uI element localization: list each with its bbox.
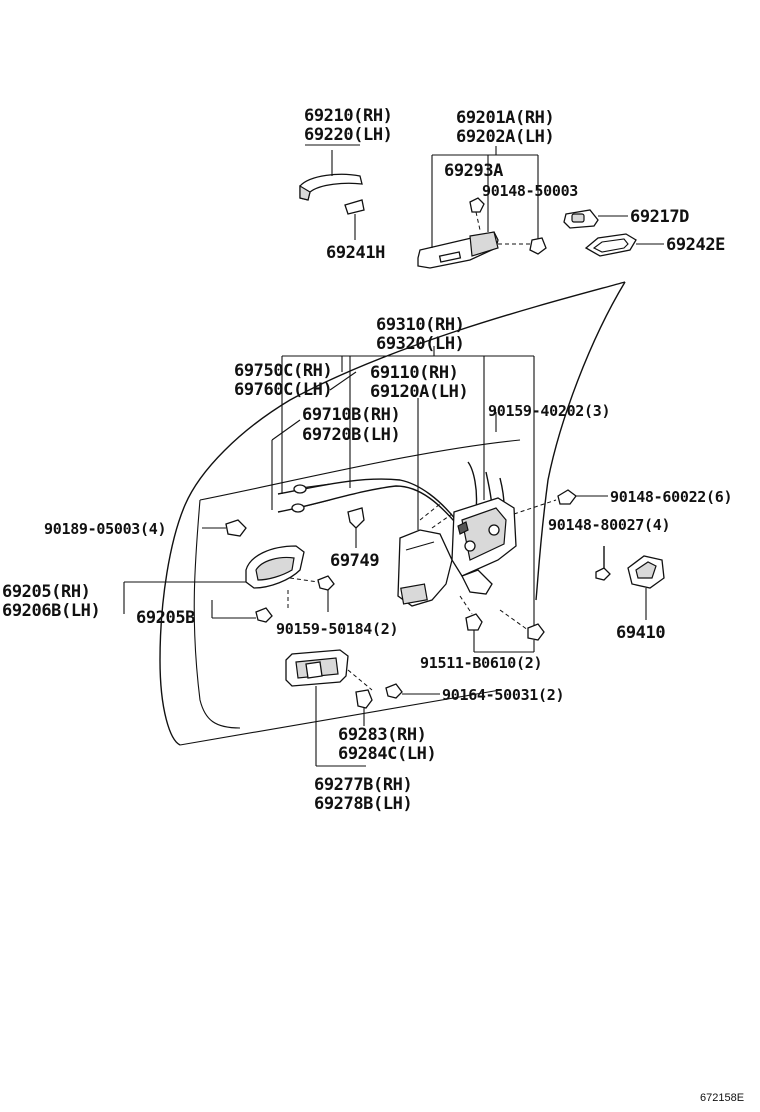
label-90148-80027: 90148-80027(4) <box>548 516 670 534</box>
label-90159-50184: 90159-50184(2) <box>276 620 398 638</box>
label-69710B: 69710B(RH) <box>302 405 400 425</box>
screw-90148-80027 <box>595 546 611 581</box>
door-panel-outline <box>159 281 626 746</box>
handle-bezel-69277B <box>285 649 373 767</box>
label-69293A: 69293A <box>444 161 503 181</box>
label-91511-B0610: 91511-B0610(2) <box>420 654 542 672</box>
clip-69293A <box>469 197 485 231</box>
label-69242E: 69242E <box>666 235 725 255</box>
label-69205: 69205(RH) <box>2 582 91 602</box>
clip-69283 <box>355 689 373 726</box>
label-69206B: 69206B(LH) <box>2 601 100 621</box>
pad-69217D <box>563 209 628 229</box>
label-69277B: 69277B(RH) <box>314 775 412 795</box>
label-69201A: 69201A(RH) <box>456 108 554 128</box>
screw-90148-60022 <box>513 489 608 515</box>
label-90159-40202: 90159-40202(3) <box>488 402 610 420</box>
label-69310: 69310(RH) <box>376 315 465 335</box>
label-90164-50031: 90164-50031(2) <box>442 686 564 704</box>
label-69750C: 69750C(RH) <box>234 361 332 381</box>
label-69720B: 69720B(LH) <box>302 425 400 445</box>
label-69110: 69110(RH) <box>370 363 459 383</box>
label-69283: 69283(RH) <box>338 725 427 745</box>
door-lock-assembly-69310 <box>451 497 517 595</box>
label-90148-60022: 90148-60022(6) <box>610 488 732 506</box>
screw-91511-B0610 <box>459 595 545 653</box>
screw-90189-05003 <box>202 519 247 537</box>
leader-lines <box>271 346 535 630</box>
bolt-90148-50003 <box>529 237 547 255</box>
gasket-69242E <box>584 233 664 257</box>
outside-handle-69210 <box>299 144 363 201</box>
label-69760C: 69760C(LH) <box>234 380 332 400</box>
screw-90164-50031 <box>385 683 440 699</box>
clip-69749 <box>347 507 365 548</box>
label-69202A: 69202A(LH) <box>456 127 554 147</box>
part-labels: 69210(RH) 69220(LH) 69201A(RH) 69202A(LH… <box>2 106 733 814</box>
cap-69205B <box>211 600 273 623</box>
label-90148-50003: 90148-50003 <box>482 182 578 200</box>
label-69284C: 69284C(LH) <box>338 744 436 764</box>
label-69278B: 69278B(LH) <box>314 794 412 814</box>
label-69241H: 69241H <box>326 243 385 263</box>
lock-rods-cables <box>277 461 505 540</box>
label-69410: 69410 <box>616 623 665 643</box>
label-90189-05003: 90189-05003(4) <box>44 520 166 538</box>
label-69217D: 69217D <box>630 207 689 227</box>
door-lock-motor-69110 <box>397 503 453 607</box>
label-69120A: 69120A(LH) <box>370 382 468 402</box>
diagram-code: 672158E <box>700 1092 744 1104</box>
inside-handle-69205 <box>123 545 305 614</box>
label-69220: 69220(LH) <box>304 125 393 145</box>
label-69749: 69749 <box>330 551 379 571</box>
screw-90159-50184 <box>287 575 335 612</box>
label-69320: 69320(LH) <box>376 334 465 354</box>
label-69205B: 69205B <box>136 608 195 628</box>
label-69210: 69210(RH) <box>304 106 393 126</box>
handle-frame-69201A <box>417 146 539 269</box>
striker-69410 <box>627 555 665 620</box>
handle-pad-69241H <box>344 199 365 240</box>
